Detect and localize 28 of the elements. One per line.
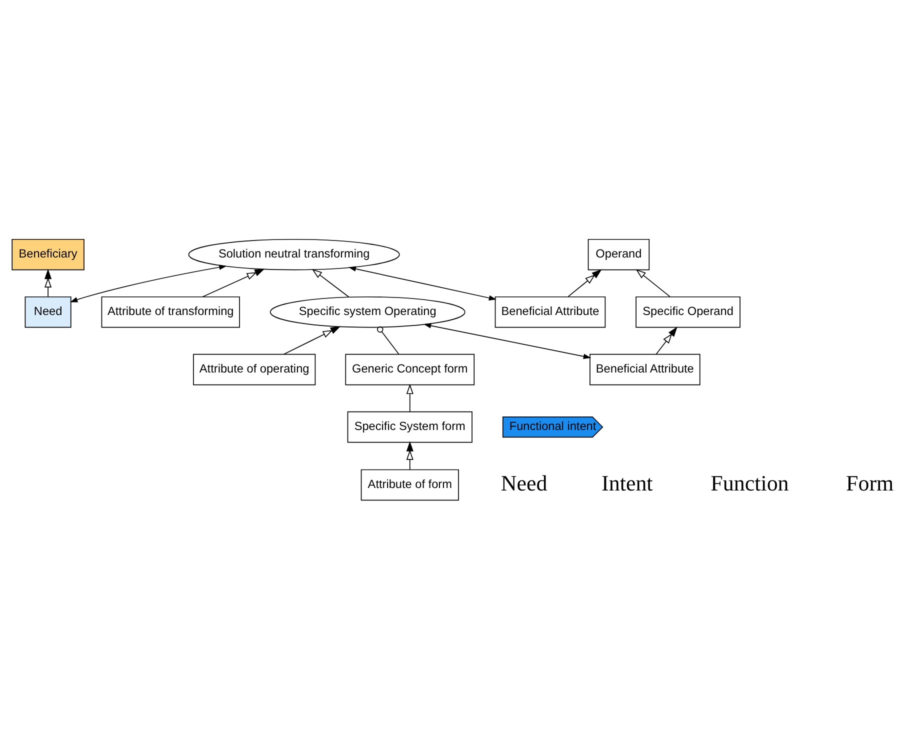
arrow <box>202 268 265 298</box>
arrow <box>283 326 341 355</box>
arrow <box>424 323 592 359</box>
label: Function <box>710 470 789 496</box>
arrow <box>44 268 52 297</box>
arrow <box>656 326 678 354</box>
node-box: Specific System form <box>347 411 472 443</box>
node-box: Specific Operand <box>636 296 740 328</box>
label: Intent <box>602 470 653 496</box>
node-box: Operand <box>588 238 650 270</box>
arrow <box>348 266 497 301</box>
arrow <box>568 269 602 297</box>
node-box: Need <box>24 296 72 328</box>
node-box: Generic Concept form <box>345 354 475 386</box>
arrow <box>406 441 414 470</box>
node-box: Beneficial Attribute <box>494 296 606 328</box>
label: Need <box>500 470 548 496</box>
arrow <box>406 384 414 412</box>
node-box: Attribute of operating <box>193 354 316 386</box>
node-box: Attribute of transforming <box>101 296 240 328</box>
arrow <box>312 269 350 298</box>
node-box: Beneficiary <box>12 238 84 270</box>
node-box: Attribute of form <box>360 469 459 501</box>
label: Form <box>846 470 894 496</box>
connector <box>377 326 400 354</box>
arrow <box>636 269 670 297</box>
arrow <box>70 264 227 302</box>
node-box: Beneficial Attribute <box>590 354 700 386</box>
